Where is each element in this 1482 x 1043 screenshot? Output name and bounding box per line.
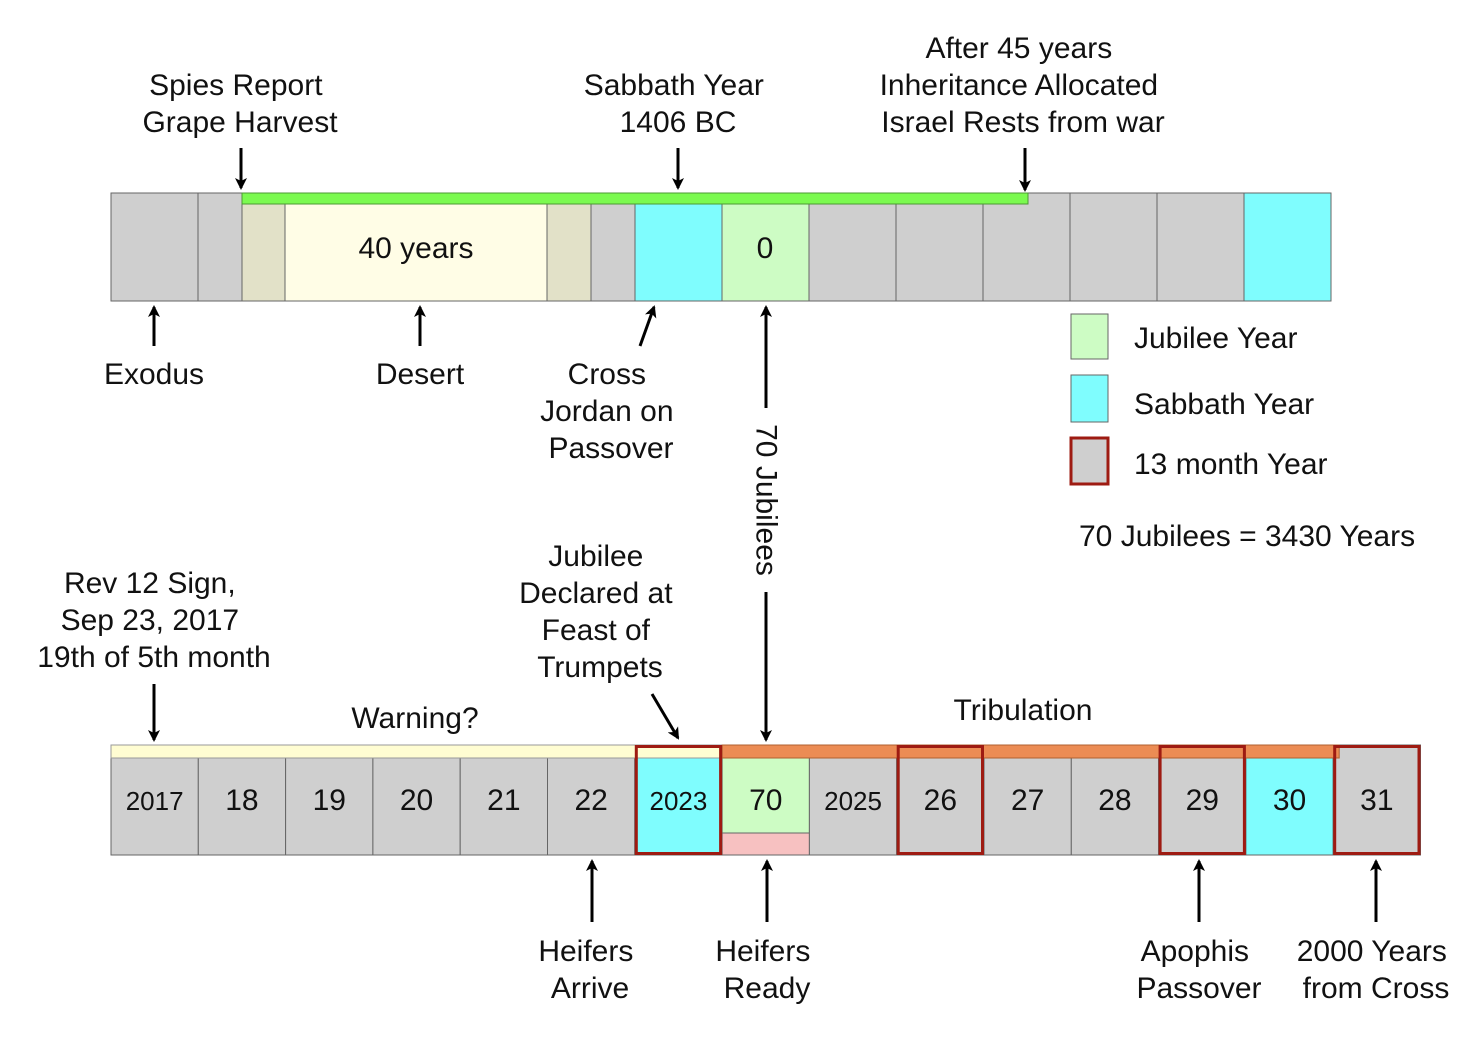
top-cell-spies bbox=[197, 192, 243, 302]
year-cell bbox=[285, 744, 374, 856]
legend-swatch-jubilee bbox=[1070, 313, 1109, 360]
top-arrows bbox=[148, 148, 1031, 347]
top-cell-gray bbox=[590, 192, 636, 302]
legend-swatch-thirteen-month bbox=[1069, 436, 1110, 486]
year-cell bbox=[197, 744, 287, 856]
year-cell-label: 21 bbox=[487, 784, 520, 817]
year-cell-label: 2017 bbox=[126, 786, 184, 816]
year-cell-label: 22 bbox=[574, 784, 607, 817]
legend-label-thirteen-month: 13 month Year bbox=[1134, 448, 1328, 481]
year-cell-label: 31 bbox=[1360, 784, 1393, 817]
year-cell bbox=[1245, 744, 1334, 856]
callout-heifers-arrive: Heifers Arrive bbox=[538, 935, 641, 1005]
year-cell bbox=[547, 744, 636, 856]
bottom-arrows bbox=[148, 684, 1382, 922]
year-cell bbox=[983, 744, 1072, 856]
top-cell-gray bbox=[895, 192, 984, 302]
tribulation-strip bbox=[721, 744, 1340, 759]
top-cell-gray bbox=[982, 192, 1071, 302]
warning-strip bbox=[110, 744, 723, 759]
callout-heifers-ready: Heifers Ready bbox=[715, 935, 818, 1005]
year-cell-label: 18 bbox=[225, 784, 258, 817]
green-bar bbox=[241, 192, 1029, 205]
top-desert-edge-right bbox=[546, 192, 592, 302]
year-cell-label: 27 bbox=[1011, 784, 1044, 817]
bottom-callouts: Rev 12 Sign, Sep 23, 2017 19th of 5th mo… bbox=[37, 540, 1456, 1005]
callout-2000-years-from-cross: 2000 Years from Cross bbox=[1297, 935, 1456, 1005]
callout-apophis-passover: Apophis Passover bbox=[1136, 935, 1261, 1005]
year-cell bbox=[1332, 744, 1421, 856]
year-cell-label: 30 bbox=[1273, 784, 1306, 817]
callout-rev12-sign: Rev 12 Sign, Sep 23, 2017 19th of 5th mo… bbox=[37, 567, 271, 674]
legend: Jubilee Year Sabbath Year 13 month Year … bbox=[1069, 313, 1415, 553]
seventy-jubilees-span: 70 Jubilees bbox=[750, 305, 783, 742]
legend-label-sabbath: Sabbath Year bbox=[1134, 388, 1314, 421]
callout-exodus: Exodus bbox=[104, 358, 204, 391]
year-cell bbox=[459, 744, 549, 856]
arrow-jubilee-declared bbox=[650, 693, 680, 740]
top-callouts: Spies Report Grape Harvest Sabbath Year … bbox=[104, 32, 1167, 465]
top-cell-jubilee bbox=[721, 192, 810, 302]
thirteen-month-border bbox=[1333, 745, 1421, 855]
top-cell-gray bbox=[1156, 192, 1245, 302]
callout-after-45-years: After 45 years Inheritance Allocated Isr… bbox=[880, 32, 1167, 139]
year-cell bbox=[1158, 744, 1247, 856]
bottom-timeline-bar: 2017 18 19 20 21 22 2023 70 2025 26 27 28 29 30 31 bbox=[110, 744, 1421, 856]
top-timeline-bar: 40 years 0 bbox=[110, 192, 1332, 302]
thirteen-month-border bbox=[1158, 745, 1246, 855]
arrow-cross-jordan bbox=[638, 305, 657, 347]
year-cell bbox=[372, 744, 461, 856]
callout-sabbath-1406: Sabbath Year 1406 BC bbox=[584, 69, 773, 139]
year-cell-label: 28 bbox=[1098, 784, 1131, 817]
year-cell-label: 70 bbox=[749, 784, 782, 817]
tribulation-label: Tribulation bbox=[954, 694, 1093, 727]
top-cell-sabbath bbox=[634, 192, 723, 302]
heifer-ready-strip bbox=[721, 832, 810, 856]
legend-swatch-sabbath bbox=[1070, 374, 1109, 423]
top-desert-span bbox=[284, 192, 548, 302]
year-cell-label: 29 bbox=[1186, 784, 1219, 817]
jubilee-zero-label: 0 bbox=[757, 232, 774, 265]
year-cell-label: 26 bbox=[924, 784, 957, 817]
top-cell-exodus bbox=[110, 192, 199, 302]
legend-label-jubilee: Jubilee Year bbox=[1134, 322, 1297, 355]
year-cell-label: 19 bbox=[313, 784, 346, 817]
warning-label: Warning? bbox=[351, 702, 478, 735]
year-cell-label: 2023 bbox=[650, 786, 708, 816]
top-desert-edge-left bbox=[241, 192, 286, 302]
callout-desert: Desert bbox=[376, 358, 465, 391]
desert-duration-label: 40 years bbox=[358, 232, 473, 265]
year-cell-label: 20 bbox=[400, 784, 433, 817]
year-cell-label: 2025 bbox=[824, 786, 882, 816]
top-cell-gray bbox=[1069, 192, 1158, 302]
year-cell bbox=[634, 744, 723, 856]
seventy-jubilees-label: 70 Jubilees bbox=[750, 424, 783, 576]
jubilees-years-equation: 70 Jubilees = 3430 Years bbox=[1079, 520, 1415, 553]
top-cell-gray bbox=[808, 192, 897, 302]
top-cell-sabbath bbox=[1243, 192, 1332, 302]
thirteen-month-border bbox=[896, 745, 985, 855]
callout-jubilee-declared: Jubilee Declared at Feast of Trumpets bbox=[519, 540, 681, 684]
callout-cross-jordan: Cross Jordan on Passover bbox=[540, 358, 682, 465]
year-cell bbox=[808, 744, 898, 856]
year-cell bbox=[1070, 744, 1160, 856]
thirteen-month-border bbox=[634, 745, 723, 855]
year-cell bbox=[896, 744, 985, 856]
callout-spies-report: Spies Report Grape Harvest bbox=[142, 69, 338, 139]
